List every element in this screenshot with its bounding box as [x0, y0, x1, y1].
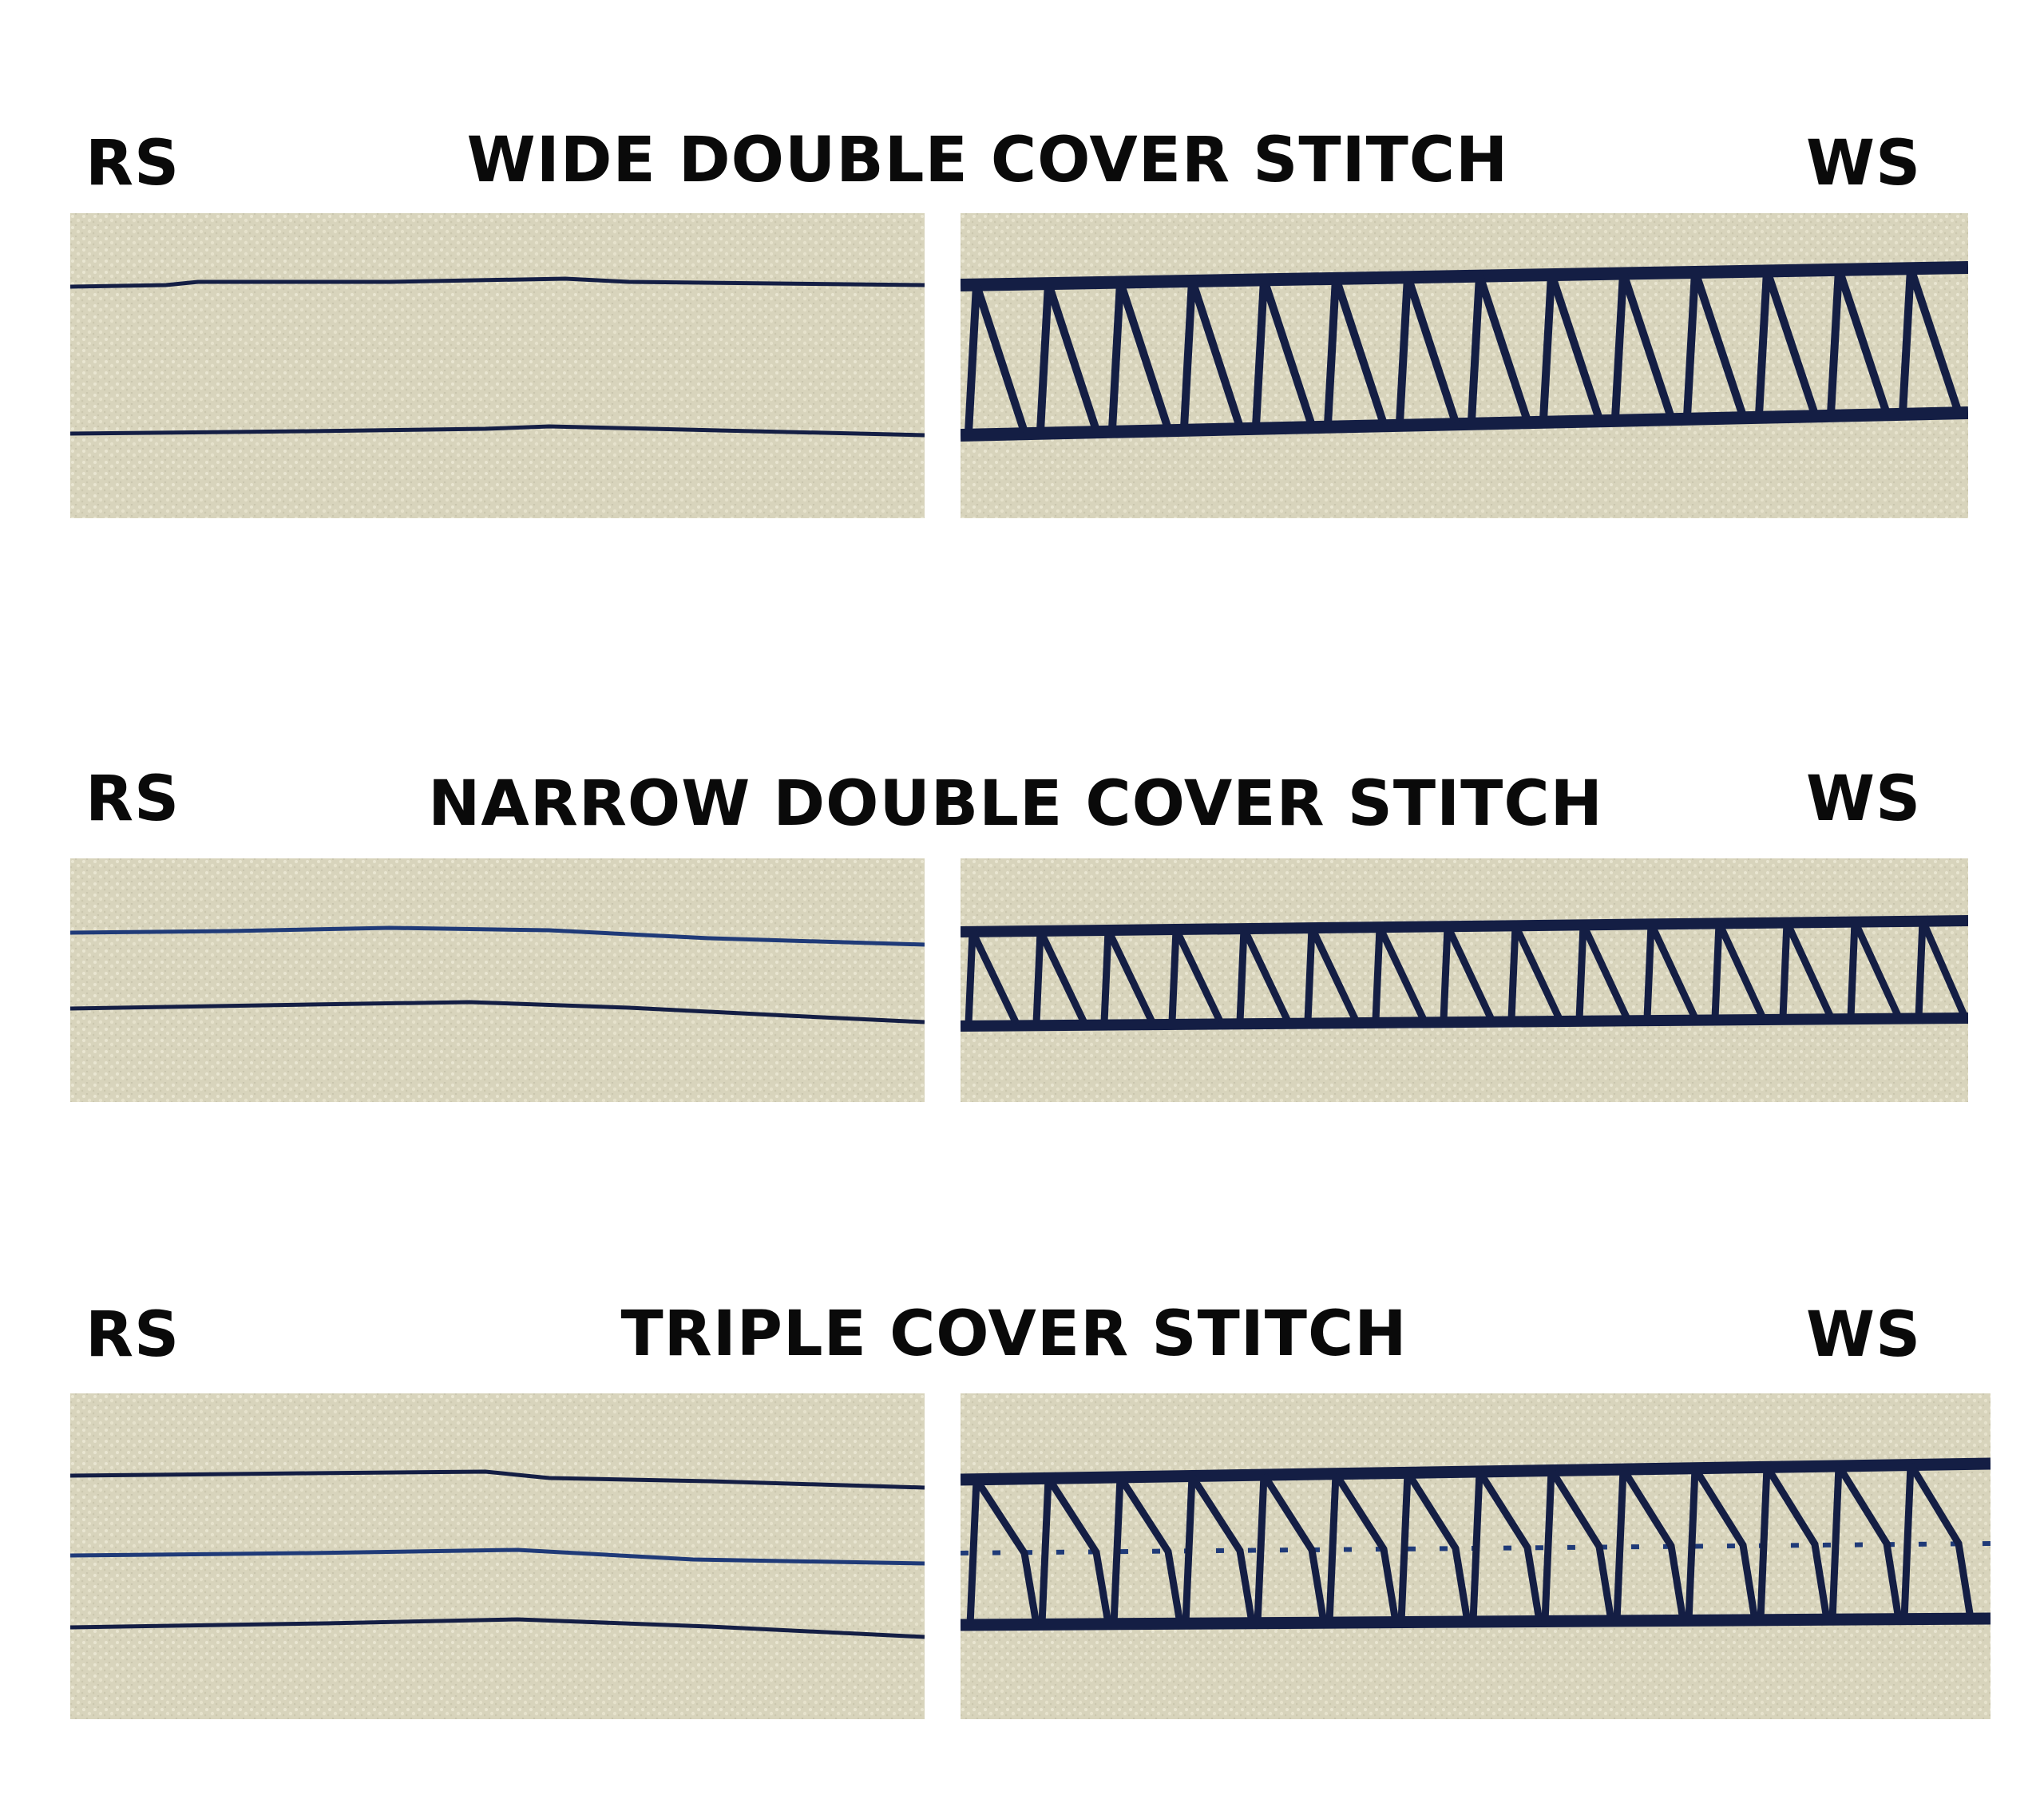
ws-label: WS	[1806, 128, 1922, 200]
rs-fabric-swatch	[70, 213, 925, 518]
ws-fabric-swatch	[961, 858, 1968, 1102]
rs-fabric-swatch	[70, 858, 925, 1102]
ws-coverstitch-loops	[961, 1393, 1991, 1719]
ws-fabric-swatch	[961, 213, 1968, 518]
rs-label: RS	[85, 128, 180, 200]
ws-coverstitch-loops	[961, 858, 1968, 1102]
rs-label: RS	[85, 763, 180, 835]
rs-stitch-lines	[70, 213, 925, 518]
section-title: WIDE DOUBLE COVER STITCH	[466, 125, 1509, 196]
rs-stitch-lines	[70, 1393, 925, 1719]
section-title: TRIPLE COVER STITCH	[620, 1298, 1408, 1370]
rs-stitch-lines	[70, 858, 925, 1102]
ws-label: WS	[1806, 763, 1922, 835]
rs-fabric-swatch	[70, 1393, 925, 1719]
ws-label: WS	[1806, 1299, 1922, 1371]
ws-coverstitch-loops	[961, 213, 1968, 518]
rs-label: RS	[85, 1299, 180, 1371]
ws-fabric-swatch	[961, 1393, 1991, 1719]
section-title: NARROW DOUBLE COVER STITCH	[428, 768, 1603, 840]
